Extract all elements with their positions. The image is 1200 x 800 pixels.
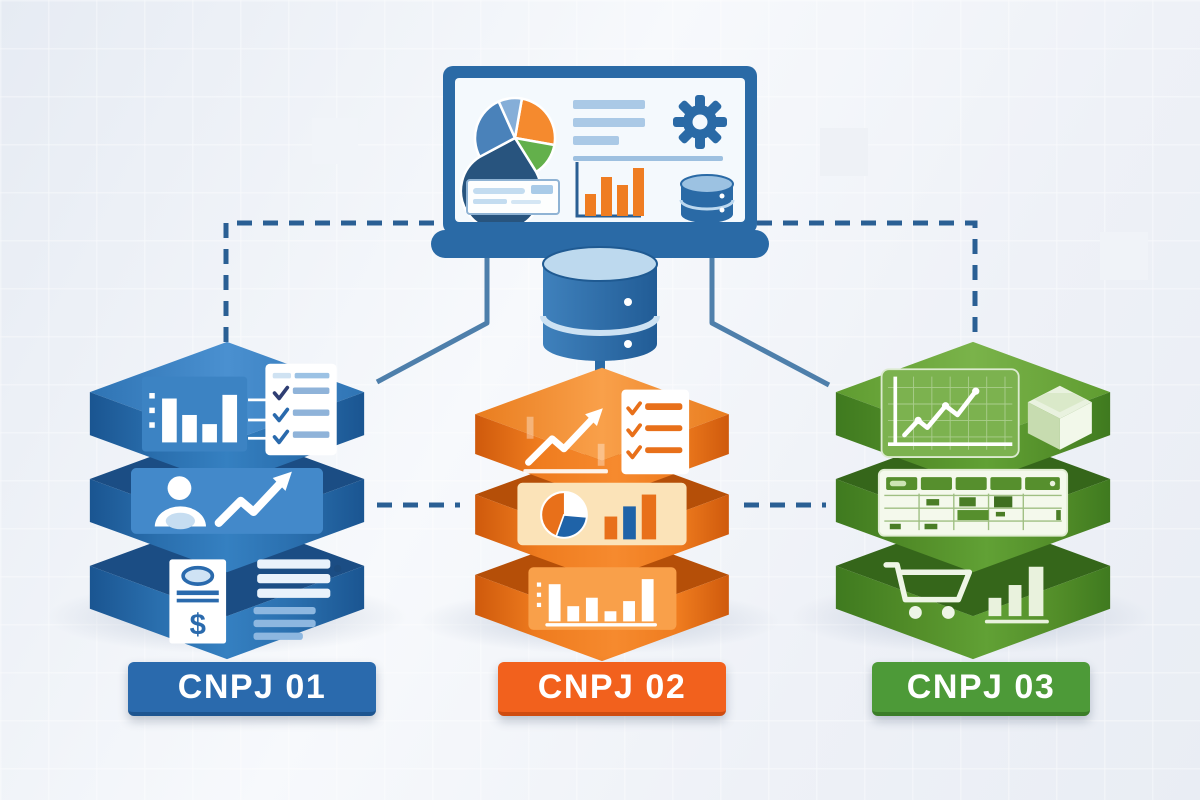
dashboard-screen-content — [459, 95, 735, 222]
trend-arrow-icon — [214, 471, 292, 527]
layer-1 — [475, 367, 729, 501]
pie-chart-icon — [540, 490, 588, 539]
label-cnpj-02: CNPJ 02 — [498, 662, 726, 716]
solid-connector-left — [375, 252, 490, 385]
checklist-icon — [265, 363, 337, 456]
spreadsheet-icon — [877, 468, 1069, 537]
stack-cnpj-01: $ — [89, 341, 365, 660]
trend-arrow-icon — [523, 408, 608, 474]
central-database-icon — [540, 246, 660, 361]
bar-chart-icon — [984, 566, 1049, 624]
gear-icon — [673, 95, 727, 149]
stack-cnpj-03 — [835, 341, 1111, 660]
bar-chart-icon — [604, 494, 657, 540]
solid-connector-right — [709, 252, 831, 388]
text-lines-icon — [253, 559, 342, 640]
person-trend-panel — [131, 468, 323, 534]
dashed-connector-left — [223, 220, 443, 342]
invoice-dollar-icon: $ — [169, 559, 227, 644]
form-panel-icon — [466, 179, 560, 215]
bar-chart-icon — [141, 376, 267, 452]
line-chart-icon — [880, 368, 1020, 458]
text-lines-icon — [573, 100, 723, 161]
database-connector-stub — [595, 354, 605, 372]
pie-bar-panel — [517, 482, 687, 546]
checklist-icon — [621, 389, 690, 475]
stack-cnpj-02 — [475, 367, 729, 662]
package-box-icon — [1027, 385, 1092, 450]
database-icon — [679, 174, 735, 222]
background-square — [1100, 232, 1148, 280]
svg-text:$: $ — [190, 609, 206, 641]
label-cnpj-03: CNPJ 03 — [872, 662, 1090, 716]
background-square — [312, 118, 358, 164]
background-square — [820, 128, 868, 176]
person-icon — [154, 476, 206, 530]
bar-chart-icon — [528, 567, 677, 630]
dashed-connector-right — [757, 220, 978, 342]
bar-chart-icon — [575, 162, 644, 218]
shopping-cart-icon — [883, 562, 973, 619]
label-cnpj-01: CNPJ 01 — [128, 662, 376, 716]
